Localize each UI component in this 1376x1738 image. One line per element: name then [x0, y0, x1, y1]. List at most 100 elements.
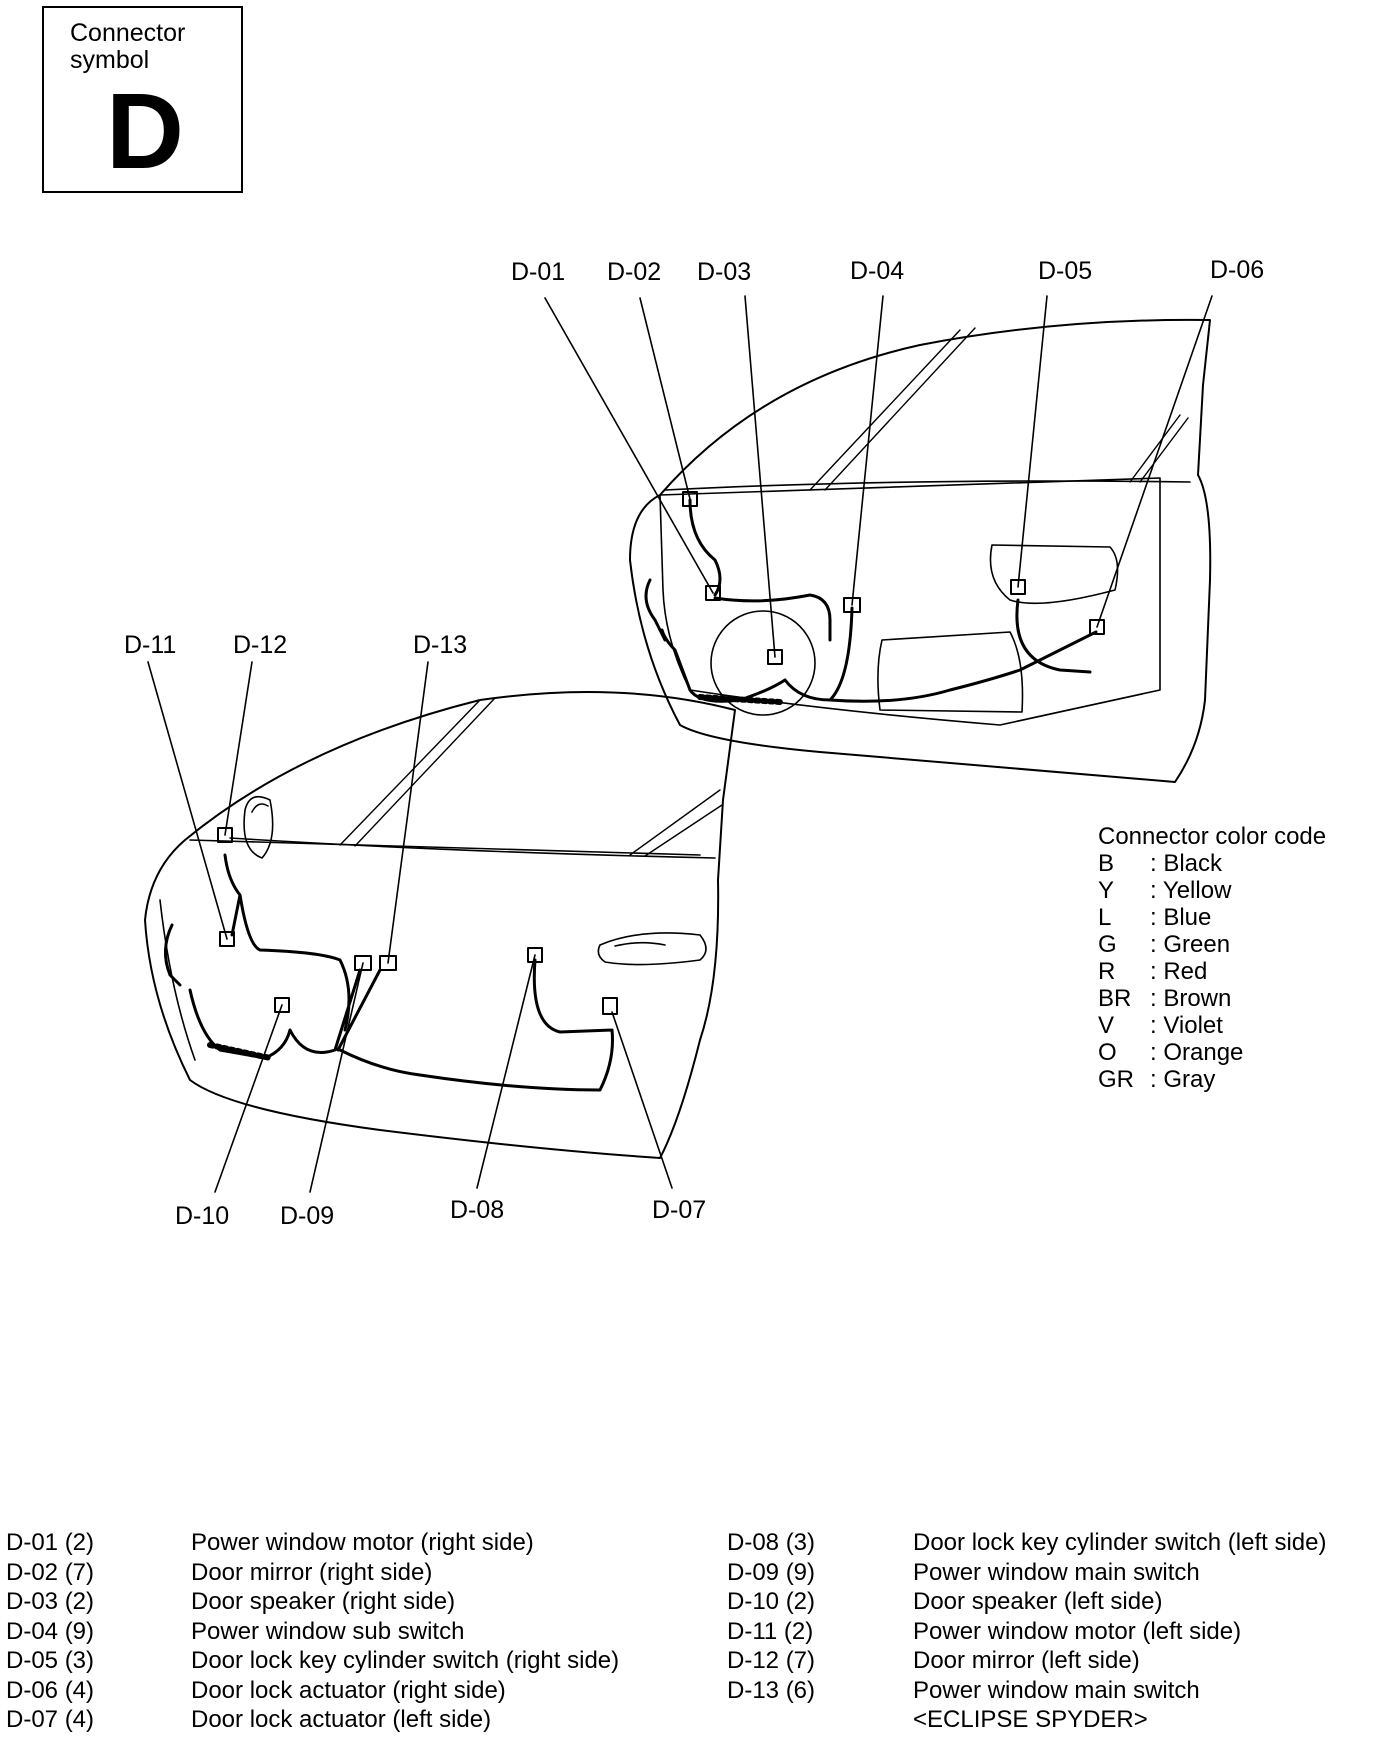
callout-d10: D-10	[175, 1202, 229, 1230]
legend-color: : Orange	[1150, 1039, 1244, 1066]
leader-line-d10	[214, 1004, 283, 1193]
left-door-connector-d08	[527, 947, 543, 963]
leader-line-d11	[147, 661, 228, 940]
leader-line-d02	[639, 297, 691, 500]
legend-color: : Violet	[1150, 1012, 1223, 1039]
connector-description: Power window sub switch	[191, 1617, 465, 1645]
leader-lines	[147, 295, 1213, 1193]
connector-id: D-04 (9)	[6, 1617, 95, 1645]
left-door-harness-beads	[207, 1042, 273, 1061]
left-door-connector-d07	[602, 997, 618, 1015]
left-door-connector-d10	[274, 997, 290, 1013]
connector-row: D-09 (9)Power window main switch	[727, 1558, 1326, 1588]
legend-code: B	[1098, 850, 1115, 877]
leader-line-d05	[1017, 295, 1048, 588]
connector-id: D-03 (2)	[6, 1588, 95, 1615]
left-door-harness	[188, 853, 614, 1092]
connector-description: Door lock key cylinder switch (right sid…	[191, 1647, 620, 1674]
callout-d03: D-03	[697, 258, 751, 286]
right-door-speaker-hole	[710, 610, 816, 716]
callout-d11: D-11	[124, 631, 176, 659]
left-door-connector-d09	[354, 955, 372, 971]
connector-description: Door speaker (left side)	[913, 1588, 1163, 1615]
legend-code: O	[1098, 1039, 1117, 1066]
callout-d12: D-12	[233, 631, 287, 659]
legend-row: G: Green	[1098, 931, 1326, 958]
left-door-window-line-1	[339, 699, 481, 846]
callout-d13: D-13	[413, 631, 467, 659]
legend-color: : Blue	[1150, 904, 1212, 931]
right-door-window-line-3	[1129, 414, 1181, 483]
legend-color: : Gray	[1150, 1066, 1216, 1093]
connector-row: <ECLIPSE SPYDER>	[727, 1705, 1326, 1735]
connector-description: Door lock key cylinder switch (left side…	[913, 1529, 1327, 1556]
connector-list-left: D-01 (2)Power window motor (right side)D…	[6, 1528, 619, 1735]
right-door-window-line-1	[809, 329, 961, 491]
connector-id: D-01 (2)	[6, 1529, 95, 1556]
right-door-grommet	[644, 578, 667, 642]
callout-d06: D-06	[1210, 256, 1264, 284]
left-door-window-line-2	[354, 697, 496, 847]
connector-row: D-07 (4)Door lock actuator (left side)	[6, 1705, 619, 1735]
legend-code: G	[1098, 931, 1117, 958]
connector-description: <ECLIPSE SPYDER>	[913, 1706, 1148, 1733]
right-door-harness	[660, 498, 1098, 703]
legend-color: : Yellow	[1150, 877, 1232, 904]
connector-row: D-03 (2) Door speaker (right side)	[6, 1587, 619, 1617]
connector-row: D-13 (6)Power window main switch	[727, 1676, 1326, 1706]
legend-row: BR : Brown	[1098, 985, 1326, 1012]
legend-row: O : Orange	[1098, 1039, 1326, 1066]
connector-description: Door mirror (left side)	[913, 1647, 1140, 1674]
connector-id: D-10 (2)	[727, 1588, 816, 1615]
legend-code: GR	[1098, 1066, 1134, 1093]
left-door-mirror	[243, 795, 274, 859]
legend-code: V	[1098, 1012, 1115, 1039]
connector-description: Door speaker (right side)	[191, 1588, 456, 1615]
right-door-harness-beads	[697, 694, 783, 705]
connector-description: Door mirror (right side)	[191, 1558, 433, 1586]
connector-id	[727, 1705, 913, 1735]
leader-line-d08	[476, 954, 536, 1189]
connector-row: D-06 (4)Door lock actuator (right side)	[6, 1676, 619, 1706]
legend-row: Y : Yellow	[1098, 877, 1326, 904]
left-door-connector-d12	[217, 827, 233, 843]
connector-description: Power window motor (right side)	[191, 1529, 534, 1556]
callout-d01: D-01	[511, 258, 565, 286]
legend-row: L: Blue	[1098, 904, 1326, 931]
legend-code: BR	[1098, 985, 1132, 1012]
callout-d02: D-02	[607, 258, 661, 286]
connector-id: D-11 (2)	[727, 1617, 814, 1645]
connector-id: D-02 (7)	[6, 1558, 95, 1586]
callout-d09: D-09	[280, 1202, 334, 1230]
left-door-outline	[144, 691, 736, 1159]
legend-title: Connector color code	[1098, 823, 1327, 850]
left-door-drawing	[144, 691, 736, 1159]
connector-row: D-02 (7) Door mirror (right side)	[6, 1558, 619, 1588]
callout-d04: D-04	[850, 257, 904, 285]
right-door-handle-recess	[989, 544, 1119, 605]
connector-row: D-12 (7) Door mirror (left side)	[727, 1646, 1326, 1676]
legend-row: V : Violet	[1098, 1012, 1326, 1039]
connector-description: Power window main switch	[913, 1558, 1200, 1586]
connector-description: Power window motor (left side)	[913, 1617, 1242, 1645]
legend-color: : Brown	[1150, 985, 1232, 1012]
left-door-grommet	[164, 923, 182, 987]
leader-line-d06	[1096, 295, 1213, 628]
right-door-window-line-2	[824, 327, 976, 491]
leader-line-d03	[744, 295, 776, 658]
connector-id: D-12 (7)	[727, 1647, 816, 1674]
right-door-outline	[629, 318, 1212, 783]
connector-row: D-04 (9) Power window sub switch	[6, 1617, 619, 1647]
legend-color: : Red	[1150, 958, 1208, 985]
left-door-connector-d11	[219, 931, 235, 947]
left-door-connector-d13	[379, 955, 397, 971]
callout-d05: D-05	[1038, 257, 1092, 285]
left-door-window-line-4	[644, 804, 723, 857]
leader-line-d09	[309, 962, 364, 1193]
connector-row: D-08 (3)Door lock key cylinder switch (l…	[727, 1528, 1326, 1558]
connector-id: D-13 (6)	[727, 1676, 816, 1704]
legend-code: Y	[1098, 877, 1115, 904]
connector-row: D-10 (2) Door speaker (left side)	[727, 1587, 1326, 1617]
connector-description: Door lock actuator (left side)	[191, 1706, 492, 1733]
